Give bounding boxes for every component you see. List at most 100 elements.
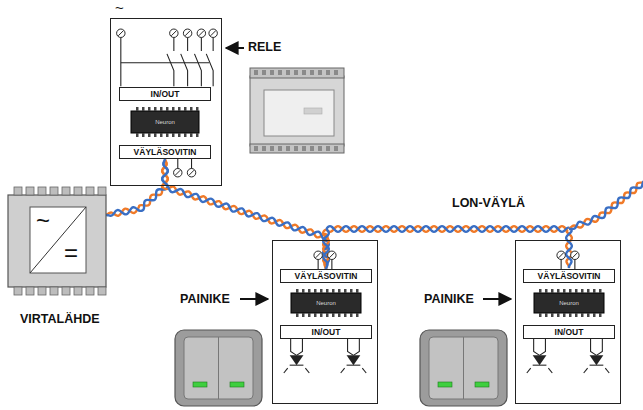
push-button-picture: [175, 330, 262, 406]
rail-tooth: [326, 70, 330, 75]
internal-wire: [284, 368, 288, 373]
rail-tooth: [286, 146, 290, 151]
internal-wire: [596, 338, 602, 356]
screw-slot: [199, 31, 204, 36]
rail-tooth: [270, 70, 274, 75]
screw-terminal: [328, 251, 336, 259]
chip-pin: [302, 289, 305, 293]
device-module: VÄYLÄSOVITINNeuronIN/OUT: [515, 240, 621, 404]
chip-pin: [326, 289, 329, 293]
screw-slot: [329, 253, 334, 258]
chip-pin: [338, 289, 341, 293]
screw-slot: [316, 253, 321, 258]
chip-pin: [587, 313, 590, 317]
internal-wire: [590, 365, 604, 366]
screw-terminal: [117, 29, 125, 37]
rail-tooth: [334, 70, 338, 75]
chip-pin: [581, 289, 584, 293]
lon-bus-cable: [323, 226, 572, 269]
internal-wire: [181, 54, 188, 86]
internal-wire: [561, 259, 562, 269]
internal-wire: [201, 37, 202, 51]
chip-pin: [196, 107, 199, 111]
screw-slot: [572, 253, 577, 258]
supply-terminal: [26, 287, 34, 295]
supply-terminal: [98, 187, 106, 195]
lon-bus-cable: [162, 159, 329, 268]
chip-pin: [551, 289, 554, 293]
chip-pin: [296, 313, 299, 317]
relay-module-picture: [250, 68, 344, 153]
chip-body: [131, 111, 199, 133]
rail-tooth: [302, 70, 306, 75]
chip-pin: [160, 107, 163, 111]
chip-pin: [557, 313, 560, 317]
chip-pin: [557, 289, 560, 293]
chip-body: [291, 293, 361, 313]
function-block: IN/OUT: [280, 325, 372, 339]
led-diode: [590, 355, 604, 365]
function-block: VÄYLÄSOVITIN: [119, 145, 211, 159]
chip-pin: [148, 107, 151, 111]
rail-tooth: [302, 146, 306, 151]
chip-pin: [563, 313, 566, 317]
internal-wire: [534, 338, 540, 356]
chip-pin: [356, 289, 359, 293]
rail-tooth: [254, 70, 258, 75]
symbol-drawing: [8, 185, 106, 297]
block-label: VÄYLÄSOVITIN: [134, 147, 197, 157]
rail-tooth: [310, 70, 314, 75]
rail-tooth: [286, 70, 290, 75]
symbol-drawing: [111, 19, 221, 185]
supply-terminal: [50, 187, 58, 195]
chip-pin: [581, 313, 584, 317]
chip-pin: [575, 289, 578, 293]
screw-terminal: [197, 29, 205, 37]
screw-terminal: [170, 29, 178, 37]
chip-pin: [172, 107, 175, 111]
internal-wire: [584, 368, 588, 373]
led-diode: [290, 355, 304, 365]
chip-pin: [166, 107, 169, 111]
chip-label: Neuron: [155, 119, 175, 126]
block-label: VÄYLÄSOVITIN: [295, 271, 358, 281]
internal-wire: [347, 365, 361, 366]
bus-wire: [162, 159, 329, 268]
symbol-drawing: [273, 241, 377, 403]
supply-terminal: [98, 287, 106, 295]
supply-terminal: [62, 187, 70, 195]
chip-pin: [320, 289, 323, 293]
pointer-arrow: [240, 298, 268, 300]
internal-wire: [591, 338, 597, 356]
led-diode: [533, 355, 547, 365]
part-label: PAINIKE: [180, 292, 230, 306]
screw-slot: [175, 170, 180, 175]
part-label: PAINIKE: [424, 292, 474, 306]
chip-pin: [350, 289, 353, 293]
screw-slot: [559, 253, 564, 258]
ac-symbol: ~: [115, 0, 221, 15]
chip-label: Neuron: [316, 300, 336, 307]
internal-wire: [353, 338, 359, 356]
supply-terminal: [38, 287, 46, 295]
chip-pin: [539, 289, 542, 293]
pointer-arrow: [226, 47, 244, 49]
screw-terminal: [187, 168, 195, 176]
chip-pin: [178, 107, 181, 111]
internal-wire: [331, 259, 332, 269]
chip-label: Neuron: [559, 300, 579, 307]
symbol-drawing: [516, 241, 620, 403]
internal-wire: [173, 37, 174, 51]
chip-pin: [314, 289, 317, 293]
chip-pin: [136, 107, 139, 111]
screw-slot: [118, 31, 123, 36]
chip-body: [534, 293, 604, 313]
chip-pin: [154, 133, 157, 137]
internal-wire: [341, 368, 345, 373]
rail-tooth: [334, 146, 338, 151]
chip-pin: [344, 289, 347, 293]
led-diode: [347, 355, 361, 365]
function-block: VÄYLÄSOVITIN: [523, 269, 615, 283]
rail-tooth: [318, 70, 322, 75]
